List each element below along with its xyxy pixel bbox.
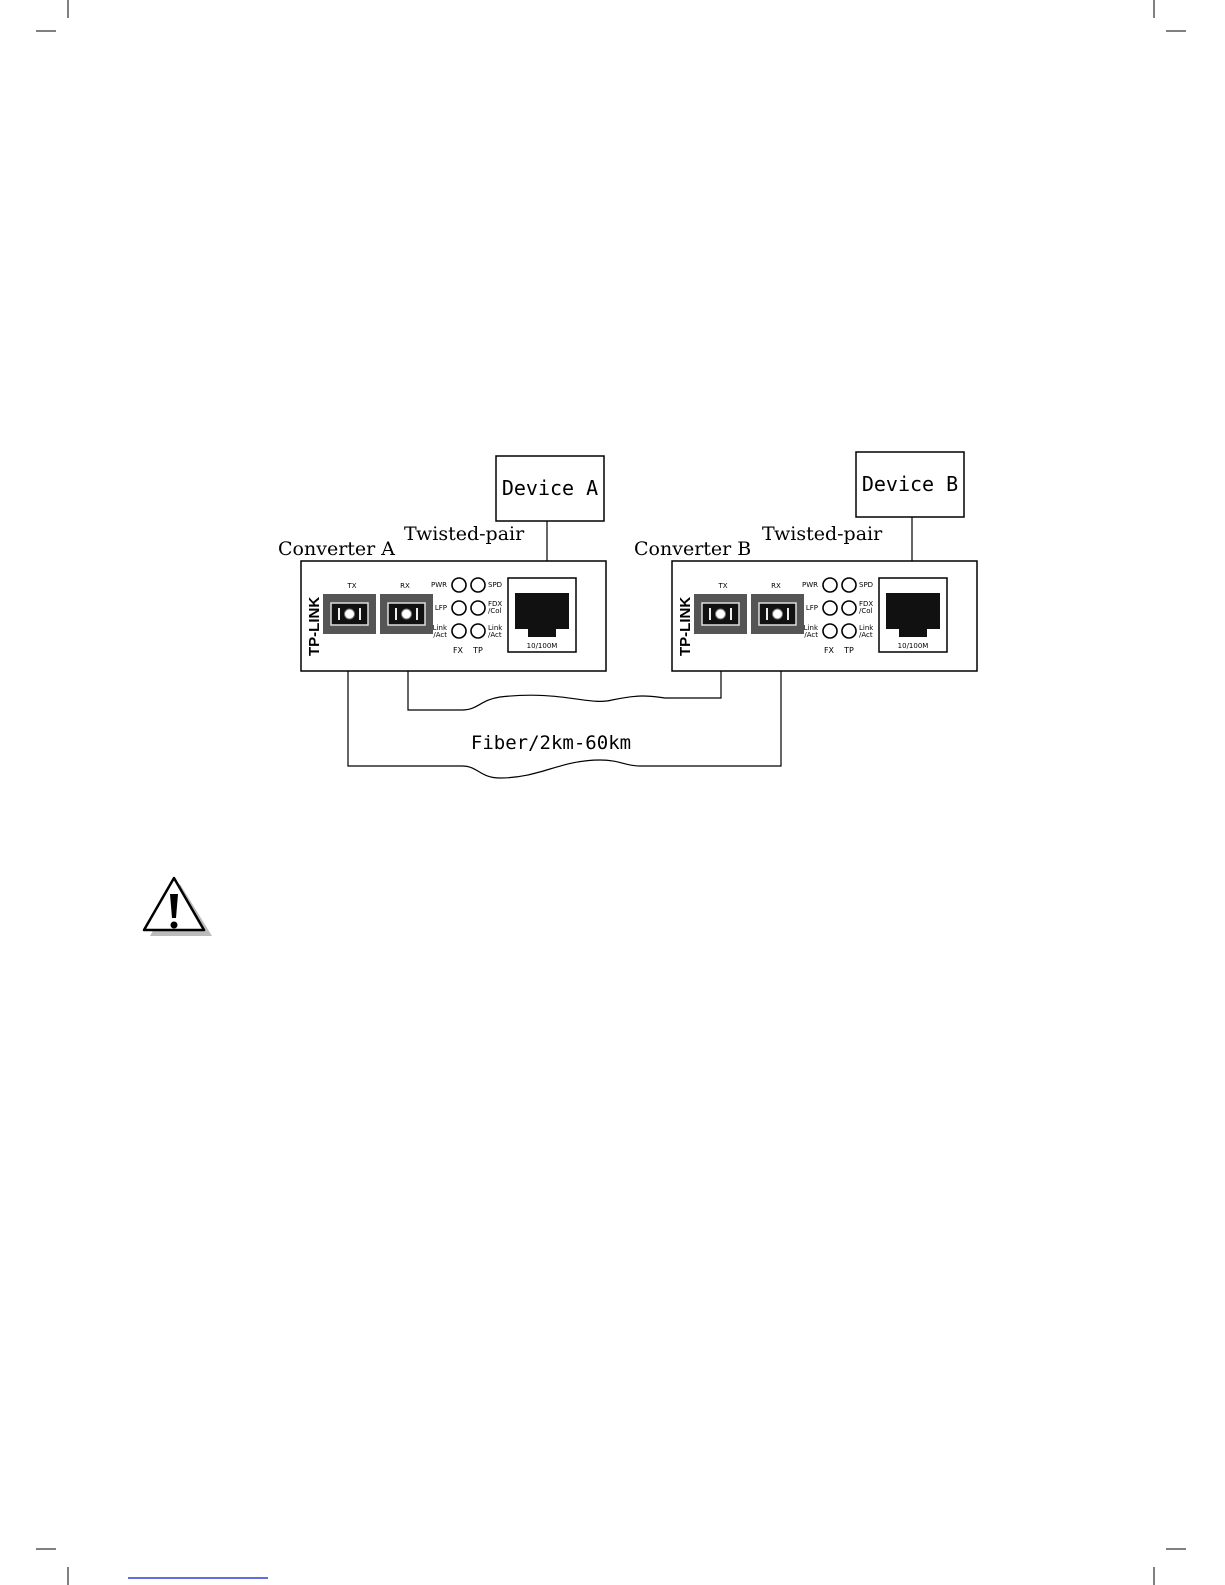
lfp-led: [823, 601, 837, 615]
pwr-label: PWR: [802, 581, 818, 589]
fiber-cable-outer: [348, 671, 781, 778]
link-fx-led: [823, 624, 837, 638]
device-b-label: Device B: [862, 472, 958, 496]
fiber-port-tx: [694, 594, 747, 634]
link-tp-led: [842, 624, 856, 638]
fiber-cable-inner: [408, 671, 721, 710]
fdx-label-line2: /Col: [488, 607, 502, 615]
converter-b: TP-LINK TX RX PWR LFP Link /Act SP: [672, 561, 977, 671]
fiber-port-rx: [751, 594, 804, 634]
pwr-led: [452, 578, 466, 592]
fiber-label: Fiber/2km-60km: [471, 732, 631, 754]
link-tp-label-line2: /Act: [859, 631, 873, 639]
tx-label: TX: [717, 582, 727, 590]
spd-label: SPD: [859, 581, 873, 589]
fx-group-label: FX: [824, 646, 835, 655]
link-fx-led: [452, 624, 466, 638]
fiber-port-tx: [323, 594, 376, 634]
spd-led: [842, 578, 856, 592]
fdx-label-line2: /Col: [859, 607, 873, 615]
spd-label: SPD: [488, 581, 502, 589]
device-a-label: Device A: [502, 476, 598, 500]
rj45-port: 10/100M: [879, 578, 947, 652]
converter-b-label: Converter B: [634, 538, 751, 560]
tp-group-label: TP: [472, 646, 483, 655]
link-tp-led: [471, 624, 485, 638]
device-b: Device B: [856, 452, 964, 517]
tx-label: TX: [346, 582, 356, 590]
pwr-led: [823, 578, 837, 592]
pwr-label: PWR: [431, 581, 447, 589]
caution-triangle-icon: [144, 878, 212, 936]
converter-a: TP-LINK TX RX PWR LFP Link /Act: [301, 561, 606, 671]
fx-group-label: FX: [453, 646, 464, 655]
converter-a-label: Converter A: [278, 538, 395, 560]
link-tp-label-line2: /Act: [488, 631, 502, 639]
tp-link-logo: TP-LINK: [677, 597, 694, 656]
link-fx-label-line2: /Act: [433, 631, 447, 639]
rj45-port: 10/100M: [508, 578, 576, 652]
spd-led: [471, 578, 485, 592]
fdx-led: [471, 601, 485, 615]
rj45-label: 10/100M: [527, 642, 558, 650]
lfp-label: LFP: [806, 604, 818, 612]
link-fx-label-line2: /Act: [804, 631, 818, 639]
lfp-label: LFP: [435, 604, 447, 612]
rj45-label: 10/100M: [898, 642, 929, 650]
tp-group-label: TP: [843, 646, 854, 655]
device-a: Device A: [496, 456, 604, 521]
twisted-pair-label-a: Twisted-pair: [404, 523, 525, 545]
fiber-port-rx: [380, 594, 433, 634]
fdx-led: [842, 601, 856, 615]
tp-link-logo: TP-LINK: [306, 597, 323, 656]
rx-label: RX: [400, 582, 410, 590]
crop-marks: [36, 0, 1186, 1585]
rx-label: RX: [771, 582, 781, 590]
lfp-led: [452, 601, 466, 615]
twisted-pair-label-b: Twisted-pair: [762, 523, 883, 545]
